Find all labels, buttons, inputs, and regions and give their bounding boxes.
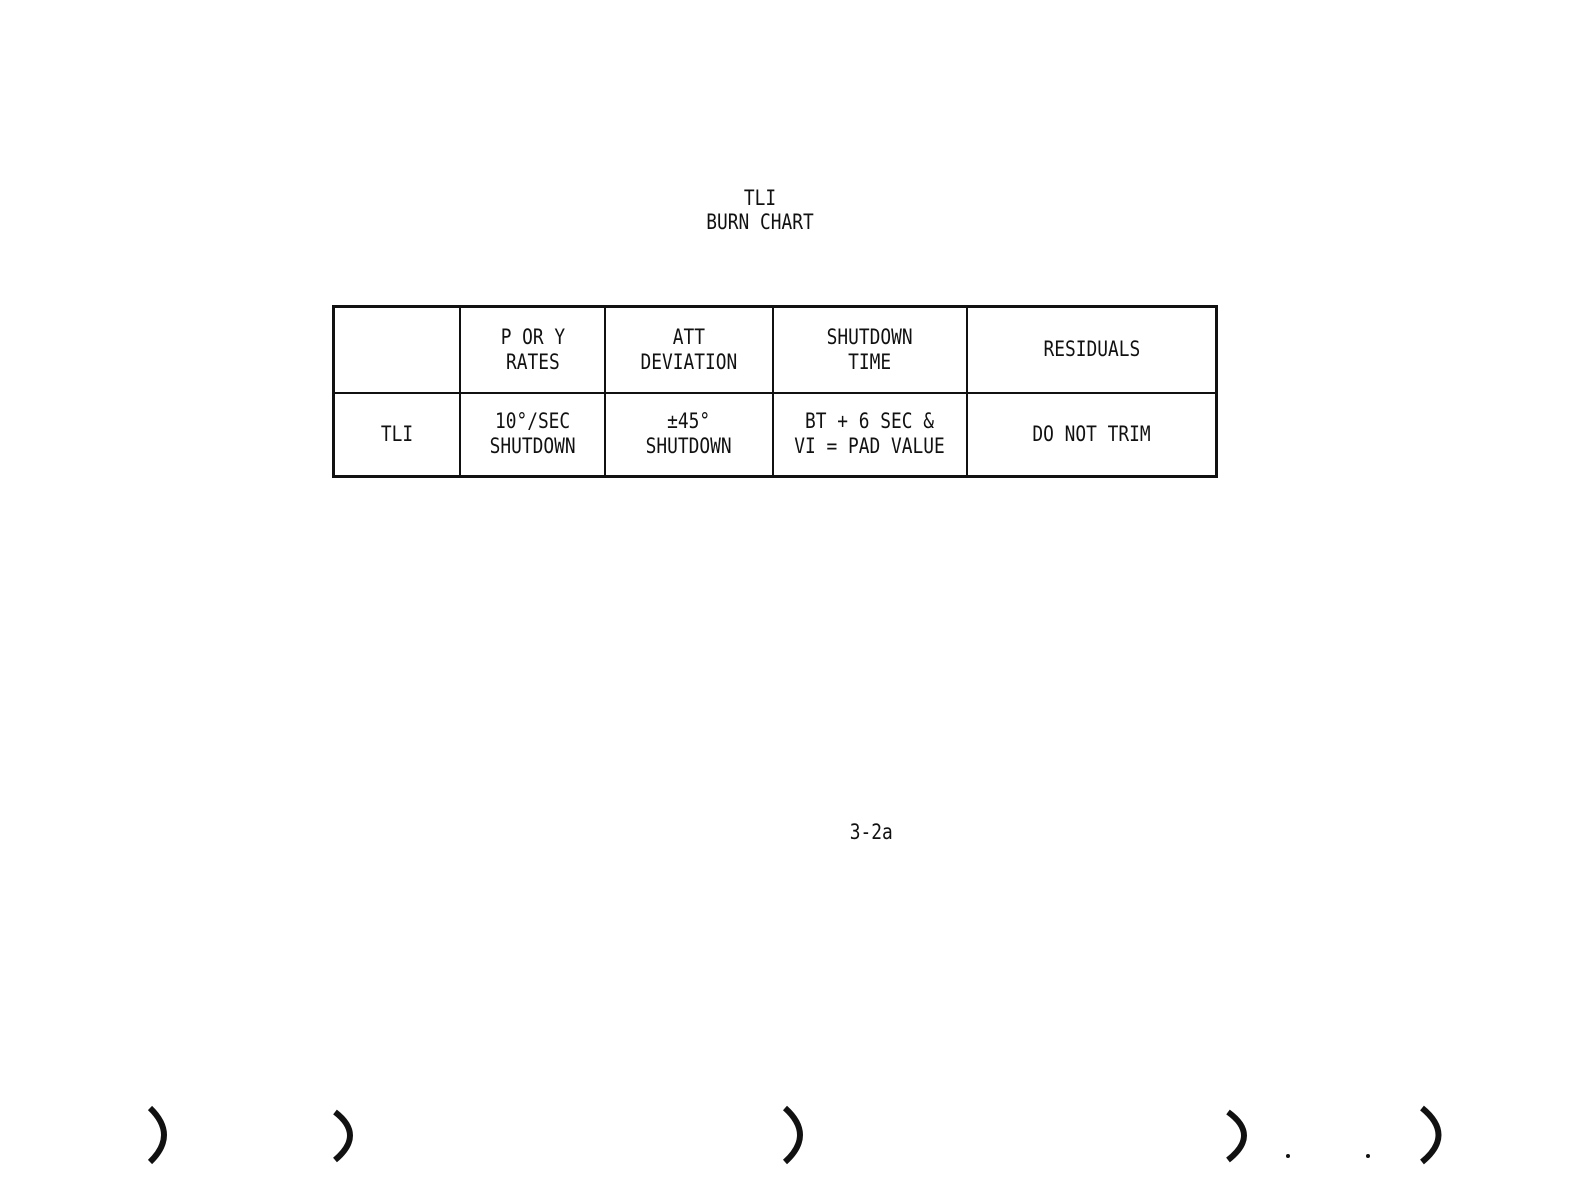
- cell-phase: TLI: [332, 391, 461, 478]
- title-line-2: BURN CHART: [706, 210, 814, 234]
- title-line-1: TLI: [743, 186, 777, 210]
- header-cell-shutdown-time: SHUTDOWN TIME: [772, 305, 968, 394]
- page-number: 3-2a: [849, 820, 893, 844]
- cell-shutdown-time: BT + 6 SEC & VI = PAD VALUE: [772, 391, 968, 478]
- punch-hole-mark: [1420, 1105, 1442, 1165]
- punch-hole-mark: [147, 1105, 167, 1165]
- punch-holes: [147, 1105, 1442, 1165]
- header-cell-att-deviation: ATT DEVIATION: [604, 305, 774, 394]
- header-cell-empty: [332, 305, 461, 394]
- header-cell-rates: P OR Y RATES: [459, 305, 606, 394]
- cell-att-deviation: ±45° SHUTDOWN: [604, 391, 774, 478]
- punch-hole-mark: [1226, 1109, 1247, 1163]
- punch-hole-mark: [333, 1109, 353, 1163]
- cell-rates: 10°/SEC SHUTDOWN: [459, 391, 606, 478]
- burn-chart-table: P OR Y RATES ATT DEVIATION SHUTDOWN TIME…: [332, 305, 1218, 478]
- document-title: TLI BURN CHART: [675, 186, 845, 234]
- cell-residuals: DO NOT TRIM: [966, 391, 1218, 478]
- punch-hole-mark: [782, 1105, 803, 1165]
- table-header-row: P OR Y RATES ATT DEVIATION SHUTDOWN TIME…: [332, 305, 1218, 394]
- table-row: TLI 10°/SEC SHUTDOWN ±45° SHUTDOWN BT + …: [332, 391, 1218, 478]
- header-cell-residuals: RESIDUALS: [966, 305, 1218, 394]
